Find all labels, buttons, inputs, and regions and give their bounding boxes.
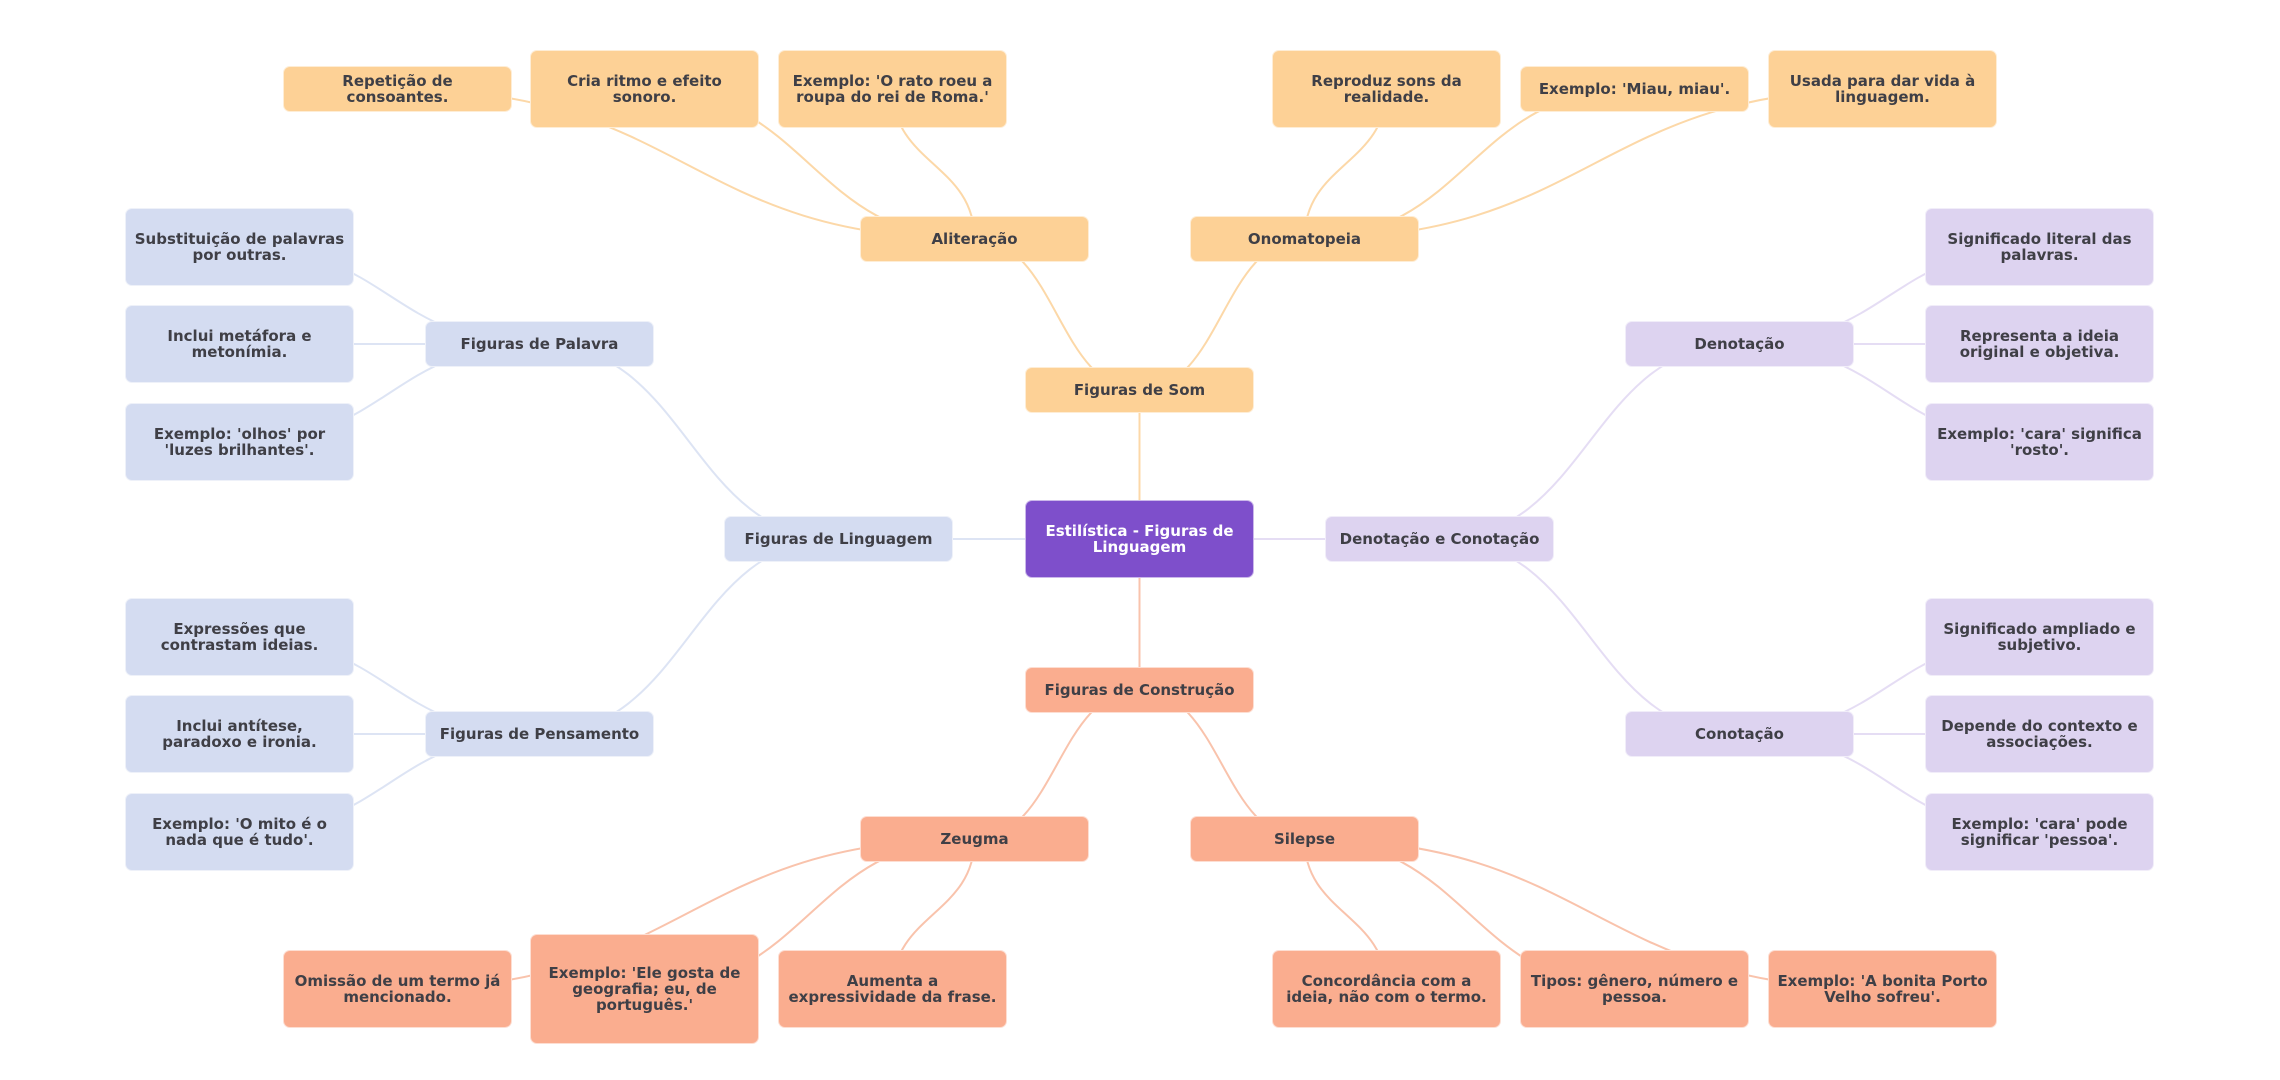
node-label: Aumenta a expressividade da frase. — [788, 972, 997, 1006]
node-construcao[interactable]: Figuras de Construção — [1025, 667, 1254, 713]
node-label: Expressões que contrastam ideias. — [160, 620, 319, 654]
node-label: Exemplo: 'A bonita Porto Velho sofreu'. — [1777, 972, 1988, 1006]
node-denconot[interactable]: Denotação e Conotação — [1325, 516, 1554, 562]
node-pen1[interactable]: Expressões que contrastam ideias. — [125, 598, 354, 676]
node-onom1[interactable]: Reproduz sons da realidade. — [1272, 50, 1501, 128]
node-label: Conotação — [1695, 725, 1784, 743]
edge-denconot-conotacao — [1439, 538, 1740, 735]
node-label: Reproduz sons da realidade. — [1311, 72, 1462, 106]
node-label: Representa a ideia original e objetiva. — [1959, 327, 2120, 361]
node-label: Usada para dar vida à linguagem. — [1789, 72, 1976, 106]
node-label: Exemplo: 'olhos' por 'luzes brilhantes'. — [153, 425, 326, 459]
node-label: Figuras de Pensamento — [439, 725, 640, 743]
node-label: Substituição de palavras por outras. — [134, 230, 345, 264]
node-sil1[interactable]: Concordância com a ideia, não com o term… — [1272, 950, 1501, 1028]
node-pal2[interactable]: Inclui metáfora e metonímia. — [125, 305, 354, 383]
node-onom3[interactable]: Usada para dar vida à linguagem. — [1768, 50, 1997, 128]
node-label: Repetição de consoantes. — [342, 72, 453, 106]
node-silepse[interactable]: Silepse — [1190, 816, 1419, 862]
node-pen2[interactable]: Inclui antítese, paradoxo e ironia. — [125, 695, 354, 773]
node-alit1[interactable]: Repetição de consoantes. — [283, 66, 512, 112]
node-label: Depende do contexto e associações. — [1941, 717, 2138, 751]
node-label: Cria ritmo e efeito sonoro. — [567, 72, 722, 106]
node-linguagem[interactable]: Figuras de Linguagem — [724, 516, 953, 562]
node-label: Exemplo: 'O mito é o nada que é tudo'. — [152, 815, 327, 849]
node-label: Onomatopeia — [1247, 230, 1362, 248]
edge-linguagem-palavra — [539, 343, 839, 540]
node-palavra[interactable]: Figuras de Palavra — [425, 321, 654, 367]
node-sil2[interactable]: Tipos: gênero, número e pessoa. — [1520, 950, 1749, 1028]
node-den3[interactable]: Exemplo: 'cara' significa 'rosto'. — [1925, 403, 2154, 481]
node-pal3[interactable]: Exemplo: 'olhos' por 'luzes brilhantes'. — [125, 403, 354, 481]
node-label: Figuras de Linguagem — [744, 530, 933, 548]
edge-denconot-denotacao — [1439, 343, 1740, 540]
node-label: Omissão de um termo já mencionado. — [294, 972, 501, 1006]
node-label: Significado ampliado e subjetivo. — [1943, 620, 2136, 654]
node-pal1[interactable]: Substituição de palavras por outras. — [125, 208, 354, 286]
node-pen3[interactable]: Exemplo: 'O mito é o nada que é tudo'. — [125, 793, 354, 871]
node-som[interactable]: Figuras de Som — [1025, 367, 1254, 413]
node-label: Exemplo: 'cara' pode significar 'pessoa'… — [1951, 815, 2128, 849]
node-con3[interactable]: Exemplo: 'cara' pode significar 'pessoa'… — [1925, 793, 2154, 871]
node-den2[interactable]: Representa a ideia original e objetiva. — [1925, 305, 2154, 383]
node-label: Silepse — [1273, 830, 1336, 848]
node-label: Figuras de Construção — [1044, 681, 1235, 699]
node-label: Figuras de Palavra — [460, 335, 619, 353]
node-zeugma[interactable]: Zeugma — [860, 816, 1089, 862]
node-label: Denotação e Conotação — [1339, 530, 1540, 548]
node-label: Zeugma — [940, 830, 1009, 848]
root-node[interactable]: Estilística - Figuras de Linguagem — [1025, 500, 1254, 578]
node-con1[interactable]: Significado ampliado e subjetivo. — [1925, 598, 2154, 676]
node-onom2[interactable]: Exemplo: 'Miau, miau'. — [1520, 66, 1749, 112]
node-label: Inclui metáfora e metonímia. — [167, 327, 312, 361]
node-aliteracao[interactable]: Aliteração — [860, 216, 1089, 262]
node-alit2[interactable]: Cria ritmo e efeito sonoro. — [530, 50, 759, 128]
node-zeug3[interactable]: Aumenta a expressividade da frase. — [778, 950, 1007, 1028]
node-label: Exemplo: 'cara' significa 'rosto'. — [1937, 425, 2142, 459]
edge-linguagem-pensamento — [539, 538, 839, 735]
node-onomatopeia[interactable]: Onomatopeia — [1190, 216, 1419, 262]
node-label: Exemplo: 'O rato roeu a roupa do rei de … — [792, 72, 993, 106]
node-pensamento[interactable]: Figuras de Pensamento — [425, 711, 654, 757]
node-den1[interactable]: Significado literal das palavras. — [1925, 208, 2154, 286]
node-zeug1[interactable]: Omissão de um termo já mencionado. — [283, 950, 512, 1028]
node-label: Tipos: gênero, número e pessoa. — [1530, 972, 1739, 1006]
node-con2[interactable]: Depende do contexto e associações. — [1925, 695, 2154, 773]
node-label: Inclui antítese, paradoxo e ironia. — [162, 717, 317, 751]
node-label: Concordância com a ideia, não com o term… — [1286, 972, 1487, 1006]
node-label: Aliteração — [931, 230, 1018, 248]
node-label: Exemplo: 'Miau, miau'. — [1538, 80, 1731, 98]
node-label: Estilística - Figuras de Linguagem — [1045, 522, 1234, 556]
node-zeug2[interactable]: Exemplo: 'Ele gosta de geografia; eu, de… — [530, 934, 759, 1044]
node-alit3[interactable]: Exemplo: 'O rato roeu a roupa do rei de … — [778, 50, 1007, 128]
node-label: Denotação — [1694, 335, 1785, 353]
node-conotacao[interactable]: Conotação — [1625, 711, 1854, 757]
node-label: Significado literal das palavras. — [1947, 230, 2132, 264]
node-sil3[interactable]: Exemplo: 'A bonita Porto Velho sofreu'. — [1768, 950, 1997, 1028]
node-label: Exemplo: 'Ele gosta de geografia; eu, de… — [548, 964, 741, 1014]
node-label: Figuras de Som — [1073, 381, 1206, 399]
node-denotacao[interactable]: Denotação — [1625, 321, 1854, 367]
